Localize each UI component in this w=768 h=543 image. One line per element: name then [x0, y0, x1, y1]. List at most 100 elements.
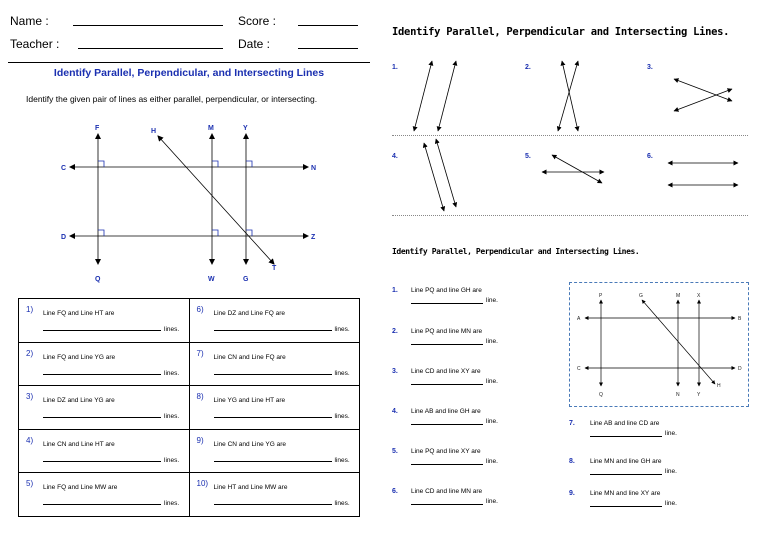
answer-blank[interactable]: [411, 344, 483, 345]
question-number: 4.: [392, 408, 398, 415]
answer-blank[interactable]: [411, 384, 483, 385]
question-cell: 9) Line CN and Line YG are lines.: [188, 428, 360, 474]
answer-blank[interactable]: [213, 330, 332, 331]
question-number: 9): [196, 435, 204, 445]
pair1-line-b: [436, 60, 458, 132]
question-number: 8.: [569, 458, 575, 465]
label-m: M: [676, 293, 680, 299]
question-end: line.: [486, 498, 498, 505]
item-number: 1.: [392, 64, 398, 71]
question-cell: 7) Line CN and Line FQ are lines.: [188, 341, 360, 387]
dotted-divider: [392, 135, 748, 136]
question-text: Line FQ and Line YG are: [43, 353, 116, 361]
question-text: Line DZ and Line FQ are: [213, 310, 286, 317]
answer-blank[interactable]: [590, 506, 662, 507]
right-angle-mark: [246, 229, 253, 236]
question-end: lines.: [334, 500, 350, 508]
answer-blank[interactable]: [411, 504, 483, 505]
answer-blank[interactable]: [213, 504, 332, 506]
label-n: N: [676, 392, 680, 398]
item-number: 4.: [392, 153, 398, 160]
question-end: line.: [665, 500, 677, 507]
label-a: A: [577, 316, 581, 322]
answer-blank[interactable]: [43, 460, 161, 462]
pair2-line-a: [560, 60, 580, 132]
question-text: Line YG and Line HT are: [213, 397, 286, 405]
question-text: Line PQ and line MN are: [411, 328, 483, 335]
label-g: G: [243, 276, 249, 283]
question-end: line.: [486, 378, 498, 385]
label-y: Y: [243, 125, 248, 132]
answer-blank[interactable]: [43, 504, 161, 506]
question-number: 6.: [392, 488, 398, 495]
name-field[interactable]: [73, 25, 223, 26]
header-divider: [8, 62, 370, 63]
question-text: Line CD and line MN are: [411, 488, 483, 495]
question-end: lines.: [164, 456, 180, 464]
date-label: Date :: [238, 37, 271, 51]
question-cell: 10) Line HT and Line MW are lines.: [188, 472, 360, 517]
question-end: line.: [486, 418, 498, 425]
item-number: 6.: [647, 153, 653, 160]
label-q: Q: [599, 392, 603, 398]
question-text: Line AB and line CD are: [590, 420, 660, 427]
question-number: 10): [196, 479, 209, 489]
pair1-line-a: [412, 60, 434, 132]
item-number: 3.: [647, 64, 653, 71]
teacher-field[interactable]: [78, 48, 223, 49]
item-number: 2.: [525, 64, 531, 71]
answer-blank[interactable]: [590, 474, 662, 475]
answer-blank[interactable]: [590, 436, 662, 437]
answer-blank[interactable]: [43, 417, 161, 419]
question-number: 1): [26, 305, 34, 314]
right-angle-mark: [98, 229, 105, 236]
question-end: line.: [665, 430, 677, 437]
dotted-divider: [392, 215, 748, 216]
table-row: 1) Line FQ and Line HT are lines. 6) Lin…: [18, 298, 360, 343]
date-field[interactable]: [298, 48, 358, 49]
question-cell: 6) Line DZ and Line FQ are lines.: [188, 298, 360, 343]
line-ht: [157, 135, 275, 265]
label-d: D: [61, 234, 66, 241]
question-cell: 1) Line FQ and Line HT are lines.: [18, 298, 190, 343]
score-label: Score :: [238, 14, 277, 28]
answer-blank[interactable]: [43, 373, 161, 375]
label-t: T: [272, 265, 277, 272]
score-field[interactable]: [298, 25, 358, 26]
answer-blank[interactable]: [411, 464, 483, 465]
name-label: Name :: [10, 14, 49, 28]
label-b: B: [738, 316, 742, 322]
question-text: Line DZ and Line YG are: [43, 397, 115, 405]
question-end: lines.: [164, 413, 180, 421]
question-number: 2.: [392, 328, 398, 335]
label-n: N: [311, 165, 316, 172]
answer-blank[interactable]: [43, 330, 161, 331]
question-cell: 5) Line FQ and Line MW are lines.: [18, 472, 190, 517]
label-h: H: [717, 383, 721, 389]
answer-blank[interactable]: [213, 373, 332, 375]
question-number: 4): [26, 435, 34, 445]
label-z: Z: [311, 234, 316, 241]
answer-blank[interactable]: [213, 417, 332, 419]
answer-blank[interactable]: [213, 460, 332, 462]
answer-blank[interactable]: [411, 303, 483, 304]
question-end: lines.: [164, 326, 180, 333]
teacher-label: Teacher :: [10, 37, 60, 51]
question-number: 5.: [392, 448, 398, 455]
label-c: C: [61, 165, 66, 172]
label-f: F: [95, 125, 100, 132]
question-end: line.: [486, 338, 498, 345]
pair5-line-b: [551, 154, 603, 184]
question-text: Line PQ and line GH are: [411, 287, 482, 294]
question-text: Line FQ and Line MW are: [43, 484, 118, 492]
right-angle-mark: [98, 160, 105, 167]
label-w: W: [208, 276, 215, 283]
question-cell: 3) Line DZ and Line YG are lines.: [18, 385, 190, 430]
answer-blank[interactable]: [411, 424, 483, 425]
question-text: Line PQ and line XY are: [411, 448, 481, 455]
question-end: lines.: [334, 456, 350, 464]
question-text: Line CN and Line FQ are: [213, 353, 286, 361]
pair3-line-b: [673, 88, 733, 112]
pair2-line-b: [556, 60, 580, 132]
question-text: Line MN and line GH are: [590, 458, 662, 465]
